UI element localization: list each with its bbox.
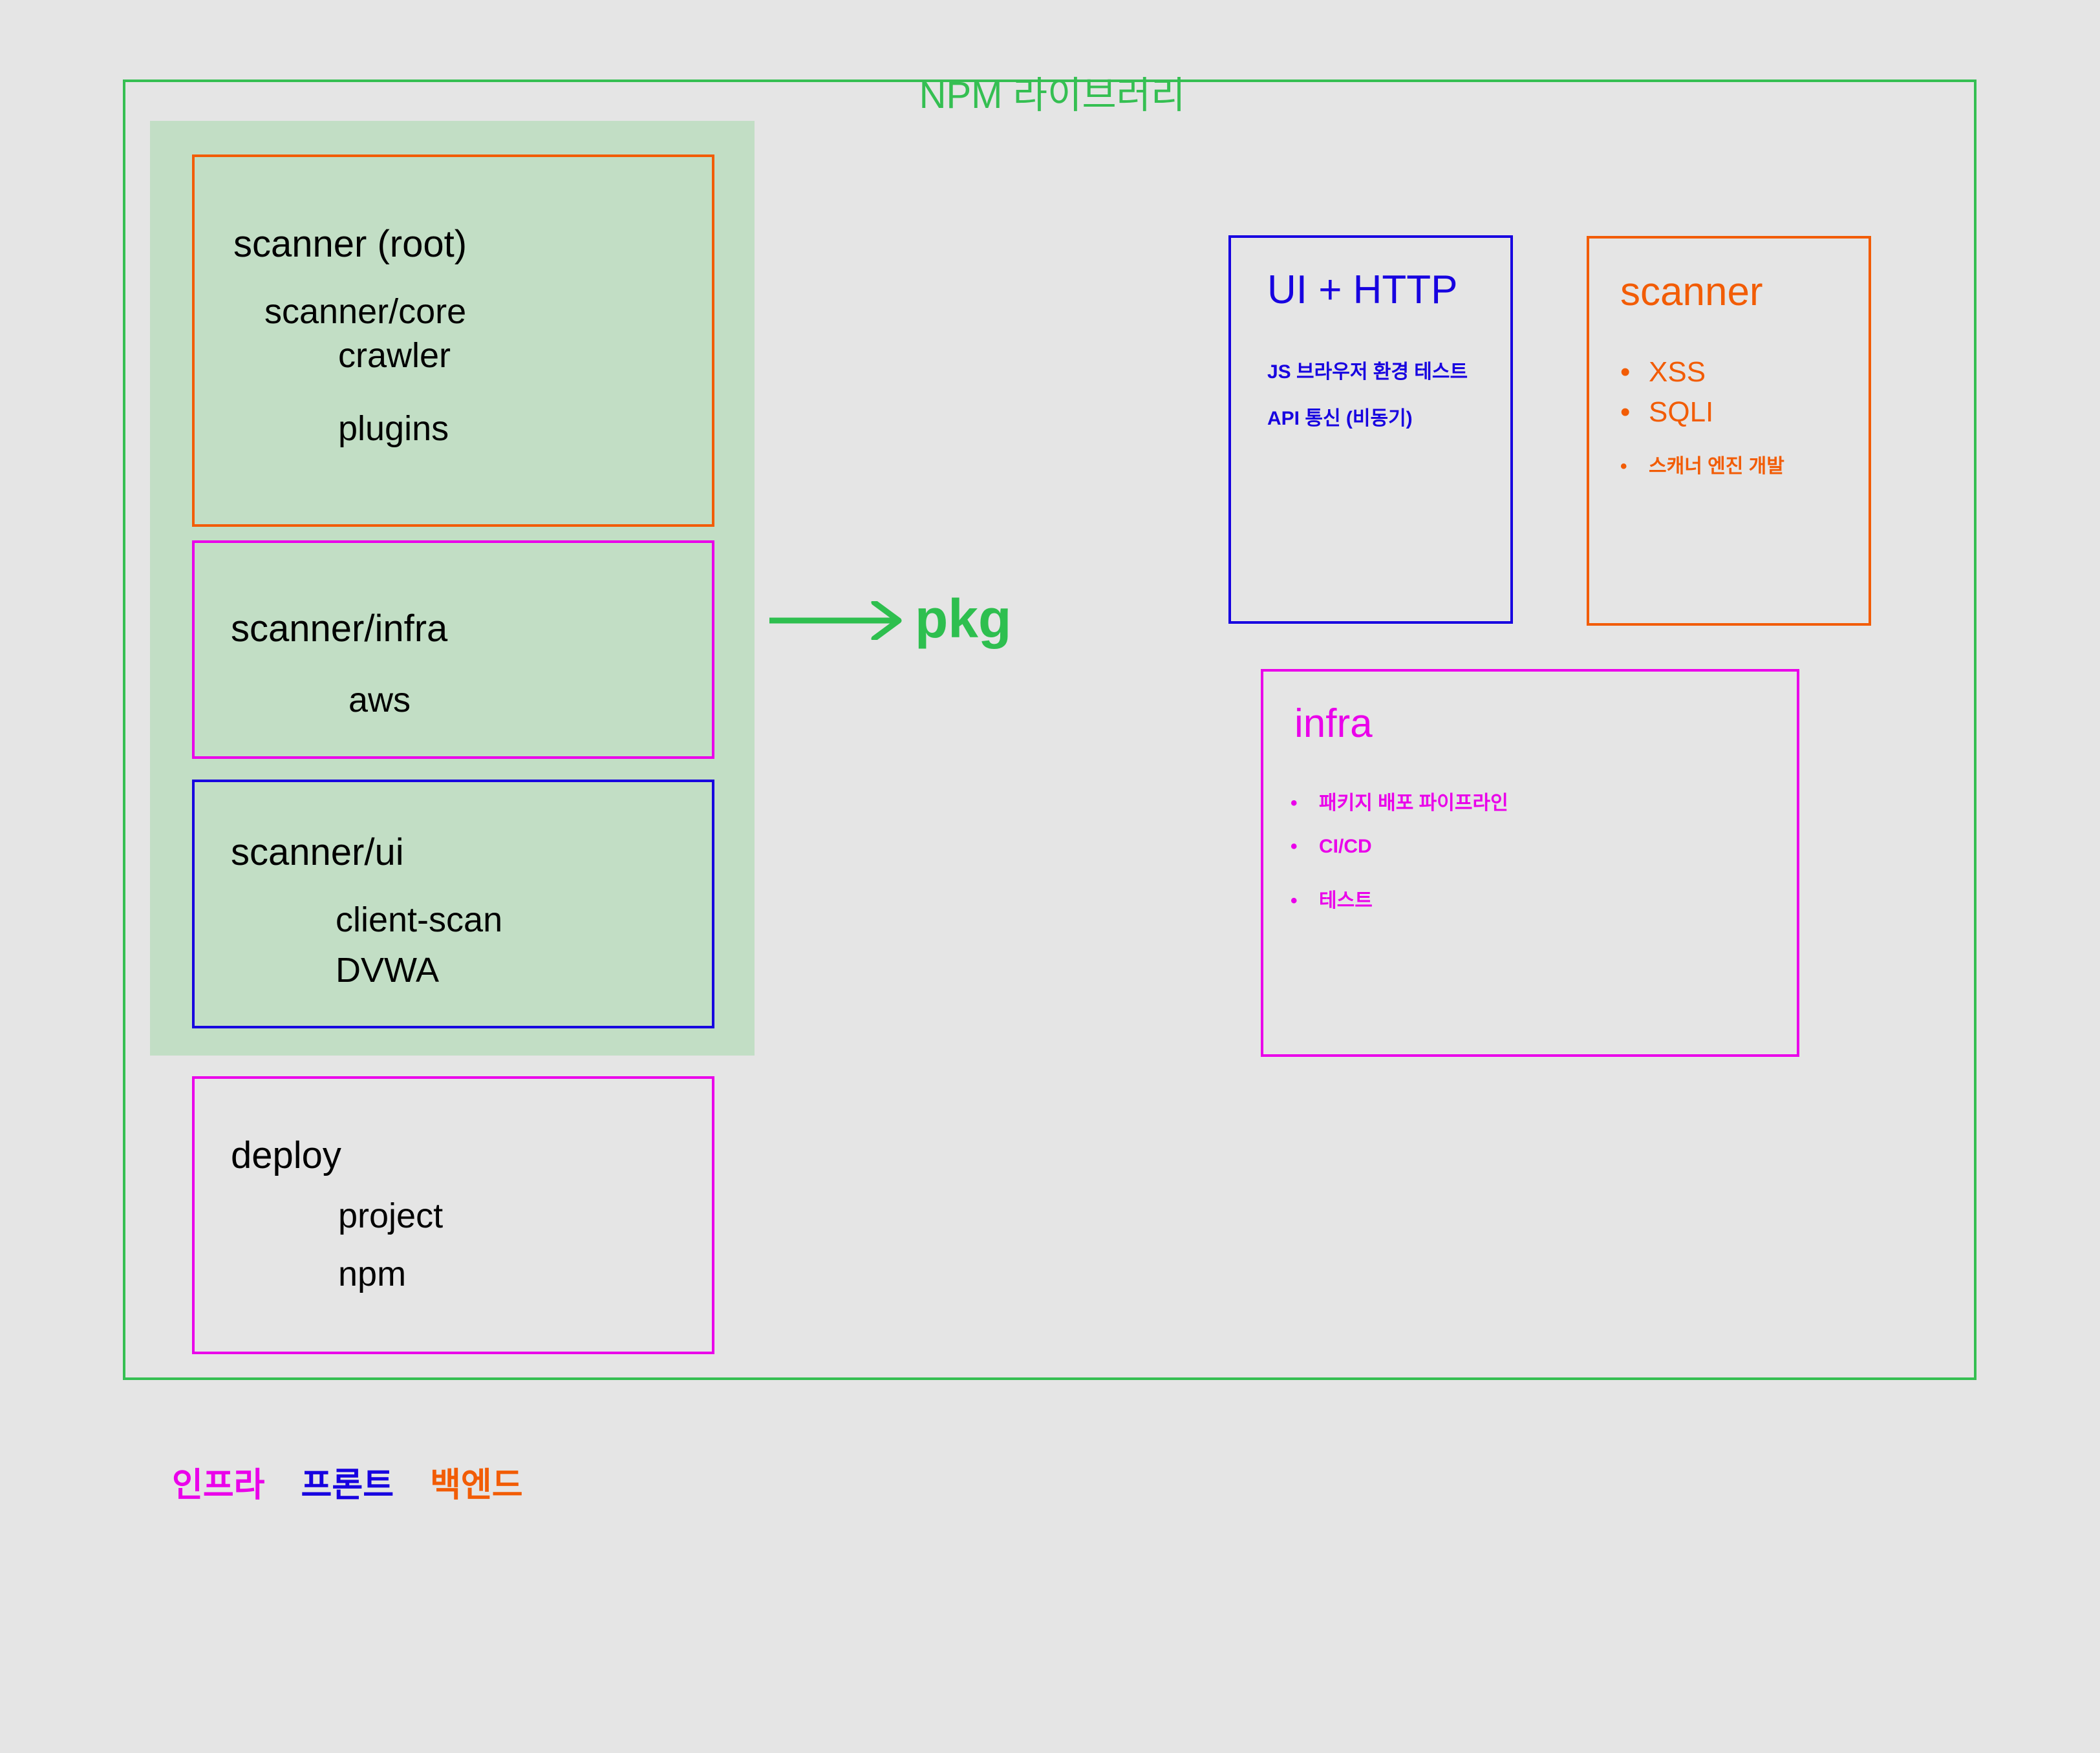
scanner-core-label: scanner/core xyxy=(264,292,467,331)
bullet-icon: • xyxy=(1620,396,1631,428)
bullet-icon: • xyxy=(1291,836,1298,857)
plugins-label: plugins xyxy=(338,409,449,448)
npm-library-title: NPM 라이브러리 xyxy=(919,74,1186,116)
infra-card[interactable]: infra • 패키지 배포 파이프라인 • CI/CD • 테스트 xyxy=(1261,669,1799,1057)
scanner-infra-box[interactable]: scanner/infra aws xyxy=(192,540,714,759)
infra-bullet-1-label: 패키지 배포 파이프라인 xyxy=(1319,792,1508,814)
scanner-bullet-2-label: SQLI xyxy=(1649,396,1714,428)
infra-bullet-2: • CI/CD xyxy=(1291,836,1372,858)
legend-item-infra: 인프라 xyxy=(172,1467,265,1504)
aws-label: aws xyxy=(348,681,411,719)
arrow-right-icon xyxy=(769,599,902,642)
infra-bullet-3: • 테스트 xyxy=(1291,884,1373,913)
monorepo-group-shading xyxy=(150,121,755,1056)
dvwa-label: DVWA xyxy=(336,951,439,990)
legend: 인프라 프론트 백엔드 xyxy=(172,1469,523,1502)
ui-http-line-2: API 통신 (비동기) xyxy=(1267,408,1413,429)
ui-http-line-1: JS 브라우저 환경 테스트 xyxy=(1267,361,1468,383)
scanner-bullet-3: • 스캐너 엔진 개발 xyxy=(1620,450,1784,478)
ui-http-card-title: UI + HTTP xyxy=(1267,268,1458,312)
pkg-label: pkg xyxy=(915,588,1012,649)
scanner-card[interactable]: scanner • XSS • SQLI • 스캐너 엔진 개발 xyxy=(1587,236,1871,626)
bullet-icon: • xyxy=(1291,792,1298,814)
legend-item-backend: 백엔드 xyxy=(430,1467,523,1504)
bullet-icon: • xyxy=(1291,890,1298,911)
scanner-card-title: scanner xyxy=(1620,270,1763,314)
pkg-arrow xyxy=(769,599,912,642)
infra-bullet-2-label: CI/CD xyxy=(1319,836,1372,857)
deploy-box[interactable]: deploy project npm xyxy=(192,1076,714,1354)
scanner-infra-title: scanner/infra xyxy=(231,608,448,650)
scanner-ui-box[interactable]: scanner/ui client-scan DVWA xyxy=(192,780,714,1028)
scanner-ui-title: scanner/ui xyxy=(231,831,404,873)
client-scan-label: client-scan xyxy=(336,900,503,939)
bullet-icon: • xyxy=(1620,456,1627,477)
scanner-bullet-2: • SQLI xyxy=(1620,396,1713,429)
ui-http-card[interactable]: UI + HTTP JS 브라우저 환경 테스트 API 통신 (비동기) xyxy=(1228,235,1513,624)
crawler-label: crawler xyxy=(338,336,451,375)
infra-bullet-3-label: 테스트 xyxy=(1319,890,1373,911)
npm-library-frame: NPM 라이브러리 xyxy=(123,74,1977,1380)
scanner-root-title: scanner (root) xyxy=(233,223,467,265)
legend-item-frontend: 프론트 xyxy=(301,1467,394,1504)
scanner-bullet-1-label: XSS xyxy=(1649,356,1706,388)
infra-card-title: infra xyxy=(1294,701,1373,746)
scanner-bullet-3-label: 스캐너 엔진 개발 xyxy=(1649,456,1784,477)
infra-bullet-1: • 패키지 배포 파이프라인 xyxy=(1291,787,1508,815)
npm-label: npm xyxy=(338,1255,407,1293)
deploy-title: deploy xyxy=(231,1134,341,1176)
scanner-root-box[interactable]: scanner (root) scanner/core crawler plug… xyxy=(192,154,714,527)
scanner-bullet-1: • XSS xyxy=(1620,356,1706,388)
bullet-icon: • xyxy=(1620,356,1631,388)
project-label: project xyxy=(338,1196,444,1235)
